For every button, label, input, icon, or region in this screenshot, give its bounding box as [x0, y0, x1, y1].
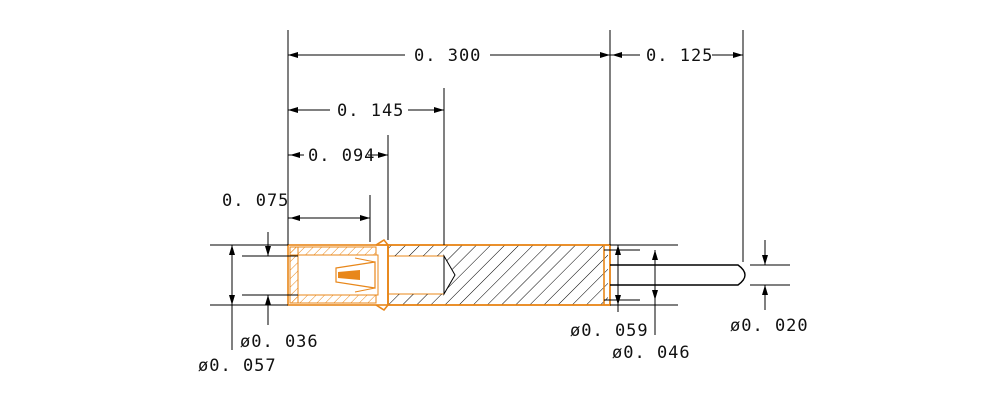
spring-clip-inner [338, 270, 360, 280]
dim-pin-length: 0. 125 [646, 46, 713, 66]
dim-clip-offset: 0. 075 [222, 191, 289, 211]
head-wall-bottom-hatch [289, 294, 377, 304]
dim-sleeve-length: 0. 094 [308, 146, 375, 166]
dim-overall-body: 0. 300 [414, 46, 481, 66]
pin [610, 264, 746, 286]
dim-bore-diameter: ø0. 036 [240, 332, 319, 352]
dim-bore-depth: 0. 145 [337, 101, 404, 121]
head-wall-top-hatch [289, 246, 377, 256]
dimension-lines [210, 30, 790, 350]
dim-head-diameter: ø0. 057 [198, 356, 277, 376]
part-outline [287, 238, 746, 312]
dim-pin-diameter: ø0. 020 [730, 316, 809, 336]
bore [297, 254, 379, 296]
dimension-labels: 0. 300 0. 125 0. 145 0. 094 0. 075 ø0. 0… [198, 46, 809, 376]
dim-shank-diameter: ø0. 046 [612, 343, 691, 363]
body-bore [387, 255, 445, 295]
body-solid-hatch [388, 245, 608, 305]
dim-body-diameter: ø0. 059 [570, 321, 649, 341]
